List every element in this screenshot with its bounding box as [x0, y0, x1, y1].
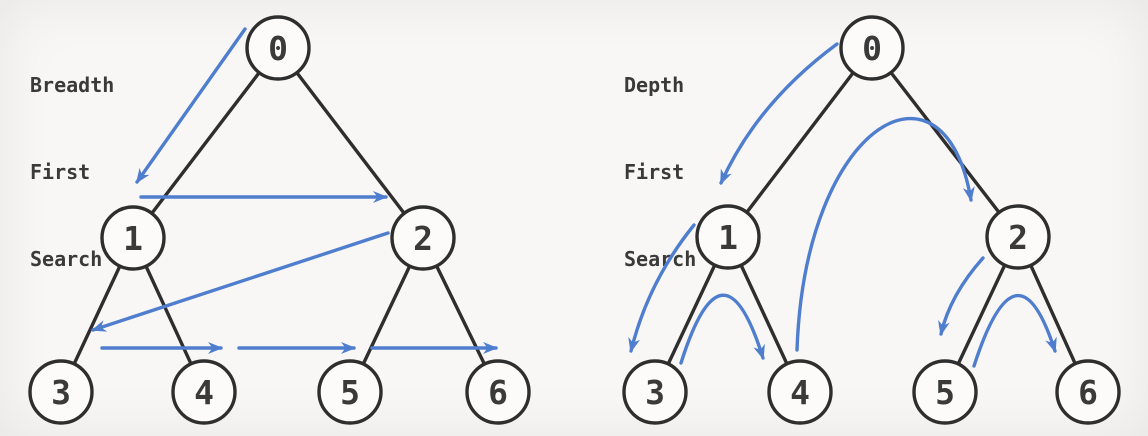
dfs-traversal-arrow-0-1 — [719, 42, 839, 185]
bfs-title-line-2: First — [30, 160, 91, 184]
bfs-node-3: 3 — [28, 359, 94, 425]
dfs-node-2: 2 — [985, 204, 1051, 270]
bfs-title: Breadth First Search — [30, 13, 114, 332]
bfs-tree: 0 1 2 3 4 5 6 — [28, 15, 531, 425]
bfs-node-0: 0 — [245, 15, 311, 81]
node-label: 4 — [194, 373, 214, 412]
node-label: 4 — [790, 373, 810, 412]
node-circle — [839, 15, 905, 81]
dfs-node-4: 4 — [767, 359, 833, 425]
dfs-node-5: 5 — [912, 359, 978, 425]
node-label: 1 — [123, 219, 143, 258]
dfs-title-line-2: First — [624, 160, 685, 184]
node-circle — [695, 204, 761, 270]
node-label: 6 — [488, 373, 508, 412]
node-circle — [767, 359, 833, 425]
node-circle — [622, 359, 688, 425]
node-label: 2 — [413, 219, 433, 258]
dfs-title-line-1: Depth — [624, 73, 685, 97]
node-label: 0 — [862, 29, 882, 68]
dfs-node-0: 0 — [839, 15, 905, 81]
bfs-node-2: 2 — [390, 205, 456, 271]
node-circle — [245, 15, 311, 81]
dfs-node-3: 3 — [622, 359, 688, 425]
dfs-traversal-arrow-4-2 — [795, 117, 975, 352]
node-circle — [1055, 359, 1121, 425]
node-label: 3 — [645, 373, 665, 412]
dfs-node-6: 6 — [1055, 359, 1121, 425]
dfs-traversal-arrow-2-5 — [938, 256, 985, 336]
node-label: 3 — [51, 373, 71, 412]
bfs-edge-0-1 — [131, 46, 280, 240]
bfs-node-6: 6 — [465, 359, 531, 425]
node-circle — [390, 205, 456, 271]
bfs-traversal-arrow-0-1 — [135, 27, 247, 184]
bfs-node-4: 4 — [171, 359, 237, 425]
bfs-node-5: 5 — [317, 359, 383, 425]
node-circle — [317, 359, 383, 425]
node-circle — [465, 359, 531, 425]
node-label: 1 — [718, 218, 738, 257]
dfs-node-1: 1 — [695, 204, 761, 270]
dfs-tree: 0 1 2 3 4 5 6 — [622, 15, 1121, 425]
bfs-node-1: 1 — [100, 205, 166, 271]
bfs-edge-0-2 — [276, 46, 425, 240]
dfs-title-line-3: Search — [624, 247, 697, 271]
dfs-traversal-arrow-1-3 — [628, 223, 696, 353]
node-circle — [100, 205, 166, 271]
dfs-edge-0-2 — [870, 46, 1020, 239]
node-circle — [985, 204, 1051, 270]
node-label: 0 — [268, 29, 288, 68]
node-circle — [912, 359, 978, 425]
dfs-title: Depth First Search — [624, 13, 696, 332]
bfs-traversal-arrow-2-3 — [91, 231, 390, 332]
node-label: 6 — [1078, 373, 1098, 412]
dfs-traversal-arrow-5-6 — [972, 293, 1057, 368]
node-label: 2 — [1008, 218, 1028, 257]
dfs-edge-0-1 — [726, 46, 874, 239]
node-circle — [28, 359, 94, 425]
node-circle — [171, 359, 237, 425]
node-label: 5 — [340, 373, 360, 412]
bfs-title-line-1: Breadth — [30, 73, 115, 97]
bfs-title-line-3: Search — [30, 247, 103, 271]
dfs-traversal-arrow-3-4 — [679, 293, 765, 365]
node-label: 5 — [935, 373, 955, 412]
